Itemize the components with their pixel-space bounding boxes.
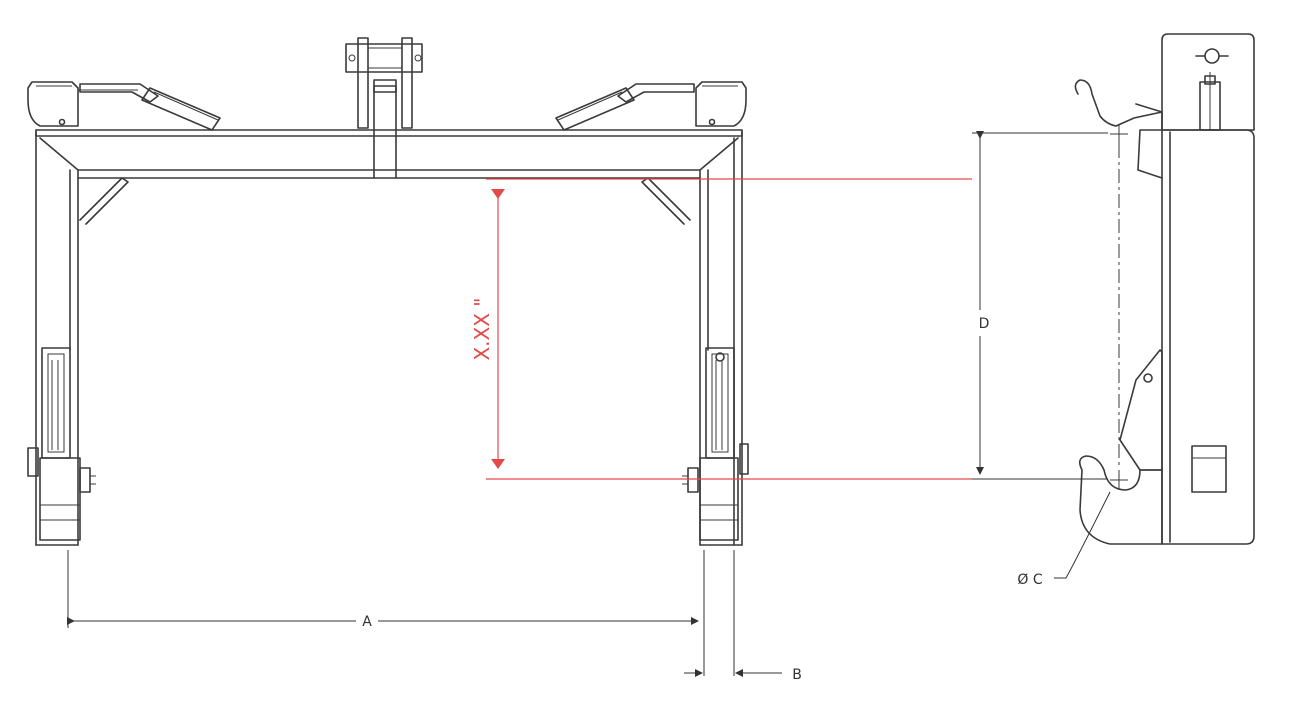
left-leg xyxy=(27,129,96,546)
left-handle xyxy=(79,83,221,131)
top-hitch-bracket xyxy=(345,37,423,179)
label-c: Ø C xyxy=(1017,572,1042,588)
dimension-xxx: X.XX " xyxy=(470,178,972,480)
right-corner-cap xyxy=(695,81,747,127)
right-leg xyxy=(682,129,749,546)
side-view xyxy=(1074,33,1255,545)
dimension-a: A xyxy=(67,550,705,676)
left-corner-cap xyxy=(27,81,138,127)
gussets xyxy=(79,177,691,225)
label-a: A xyxy=(362,614,372,630)
right-handle xyxy=(555,83,695,131)
top-crossbeam xyxy=(35,129,743,179)
label-d: D xyxy=(979,316,990,332)
front-view xyxy=(27,37,749,546)
dimension-b: B xyxy=(684,550,802,683)
dimension-c: Ø C xyxy=(1017,491,1111,588)
dimension-d: D xyxy=(972,131,1108,480)
label-b: B xyxy=(792,667,802,683)
label-xxx: X.XX " xyxy=(470,297,494,360)
